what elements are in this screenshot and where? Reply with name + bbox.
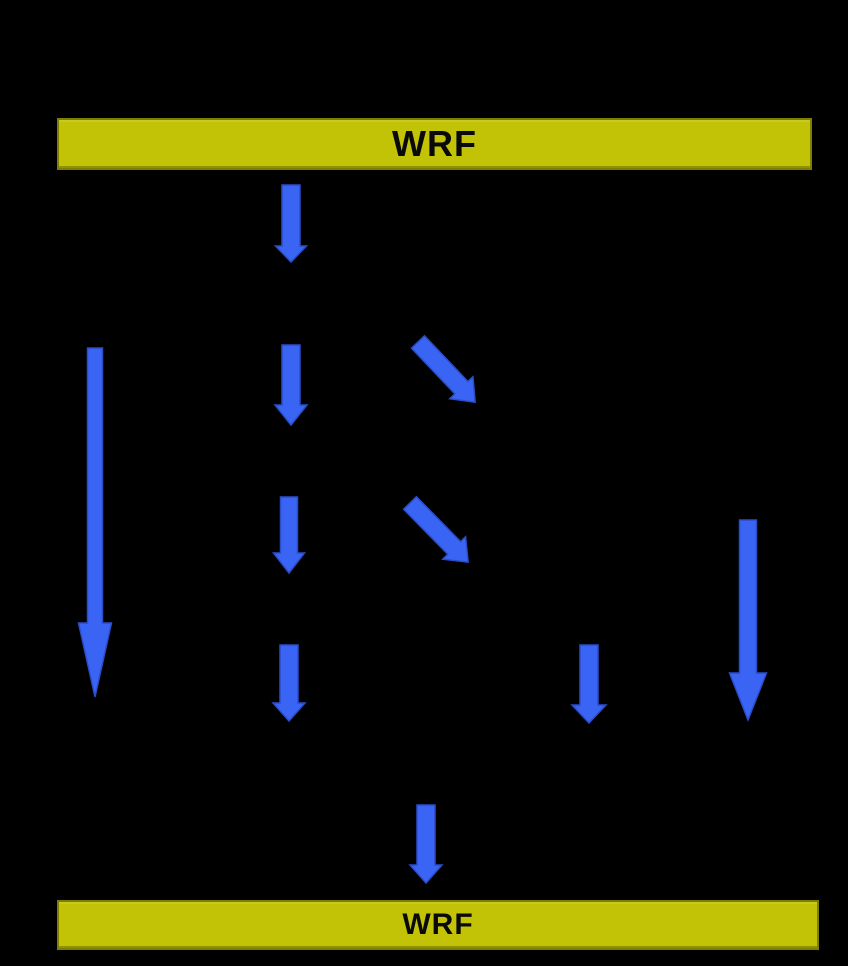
arrow-mid-lower [271,644,307,723]
wrf-bottom-label: WRF [402,908,474,941]
arrow-top-center [273,184,309,264]
wrf-top-bar: WRF [57,118,812,170]
arrow-diag-lower [402,495,470,564]
wrf-top-label: WRF [392,123,477,164]
arrow-left-long [77,347,113,698]
arrow-right-long [728,519,768,723]
arrow-mid-upper [273,344,309,427]
arrow-right-mid [570,644,608,725]
wrf-bottom-bar: WRF [57,900,819,950]
arrow-mid-middle [271,496,307,575]
arrow-diag-upper [410,334,476,404]
arrow-bottom-center [408,804,444,885]
